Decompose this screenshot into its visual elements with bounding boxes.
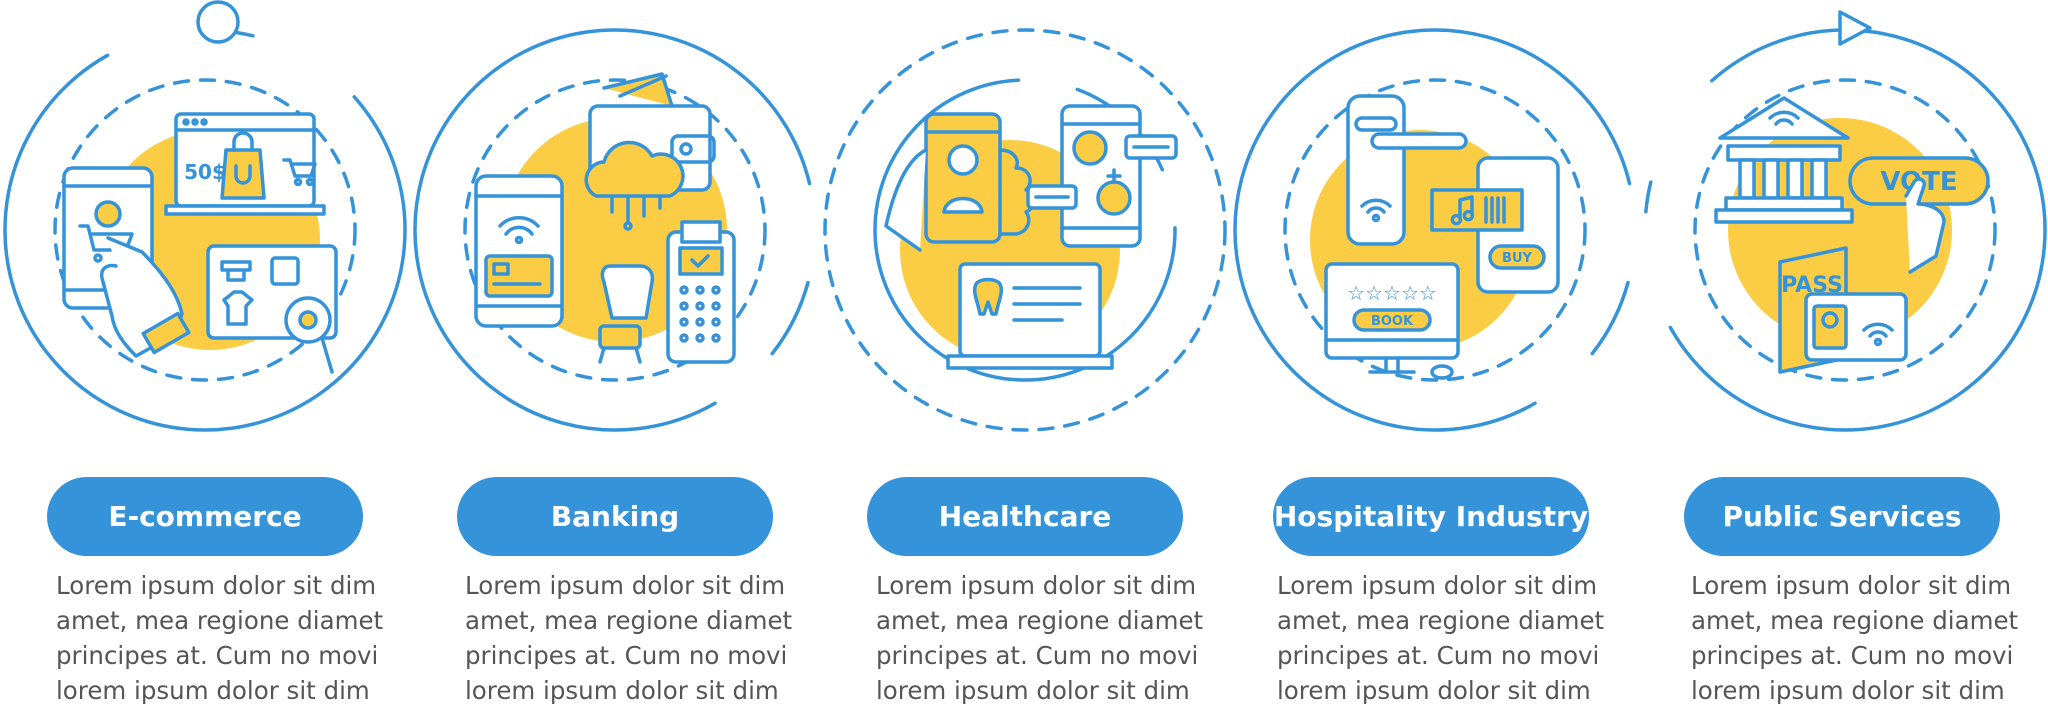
step-1-line-4: lorem ipsum dolor sit dim [56,676,370,705]
step-2-circle-group [413,28,817,432]
step-5-outer-ring [1643,28,2047,432]
step-4-description: Lorem ipsum dolor sit dim amet, mea regi… [1277,568,1607,708]
step-4-line-1: Lorem ipsum dolor sit dim [1277,571,1598,600]
step-1-line-1: Lorem ipsum dolor sit dim [56,571,377,600]
step-4-line-3: principes at. Cum no movi [1277,641,1600,670]
book-badge-text: BOOK [1371,314,1414,329]
step-1-line-2: amet, mea regione diamet [56,606,384,635]
step-5-circle-group: VOTE PASS [1643,10,2047,432]
step-3-inner-solid-ring [873,78,1177,382]
buy-badge-text: BUY [1502,251,1532,266]
step-5-line-3: principes at. Cum no movi [1691,641,2014,670]
step-3-line-4: lorem ipsum dolor sit dim [876,676,1190,705]
public-services-illustration-icon: VOTE PASS [1714,96,1990,374]
step-2-line-3: principes at. Cum no movi [465,641,788,670]
step-4-circle-group: BUY ☆☆☆☆☆ BOOK [1233,28,1637,432]
step-4-inner-dashed-ring [1283,78,1587,382]
step-3-line-1: Lorem ipsum dolor sit dim [876,571,1197,600]
healthcare-illustration-icon [884,104,1178,370]
step-2-line-1: Lorem ipsum dolor sit dim [465,571,786,600]
banking-illustration-icon [474,72,736,364]
sale-price-text: 50$ [184,160,226,184]
step-3-circle-group [823,28,1227,432]
step-5-line-1: Lorem ipsum dolor sit dim [1691,571,2012,600]
step-2-outer-ring [413,28,817,432]
step-1-circle-group [3,0,407,432]
step-3-line-2: amet, mea regione diamet [876,606,1204,635]
step-5-line-4: lorem ipsum dolor sit dim [1691,676,2005,705]
step-4-outer-ring [1233,28,1637,432]
hospitality-illustration-icon: BUY ☆☆☆☆☆ BOOK [1324,94,1560,380]
step-5-label-pill[interactable]: Public Services [1684,477,2000,556]
step-5-description: Lorem ipsum dolor sit dim amet, mea regi… [1691,568,2021,708]
step-3-description: Lorem ipsum dolor sit dim amet, mea regi… [876,568,1206,708]
ecommerce-illustration-icon [62,112,338,374]
rating-stars-icon: ☆☆☆☆☆ [1347,281,1437,305]
step-5-inner-dashed-ring [1693,78,1997,382]
step-2-description: Lorem ipsum dolor sit dim amet, mea regi… [465,568,795,708]
step-4-line-4: lorem ipsum dolor sit dim [1277,676,1591,705]
step-4-line-2: amet, mea regione diamet [1277,606,1605,635]
step-2-label-pill[interactable]: Banking [457,477,773,556]
step-3-line-3: principes at. Cum no movi [876,641,1199,670]
step-2-line-4: lorem ipsum dolor sit dim [465,676,779,705]
step-3-label-pill[interactable]: Healthcare [867,477,1183,556]
step-1-line-3: principes at. Cum no movi [56,641,379,670]
step-1-label-pill[interactable]: E-commerce [47,477,363,556]
step-1-outer-ring [3,28,407,432]
step-1-inner-dashed-ring [53,78,357,382]
step-3-outer-ring [823,28,1227,432]
step-4-label-pill[interactable]: Hospitality Industry [1273,477,1589,556]
step-2-inner-dashed-ring [463,78,767,382]
step-1-description: Lorem ipsum dolor sit dim amet, mea regi… [56,568,386,708]
step-5-line-2: amet, mea regione diamet [1691,606,2019,635]
end-marker-icon [1838,10,1872,46]
start-marker-icon [196,0,240,44]
step-2-line-2: amet, mea regione diamet [465,606,793,635]
